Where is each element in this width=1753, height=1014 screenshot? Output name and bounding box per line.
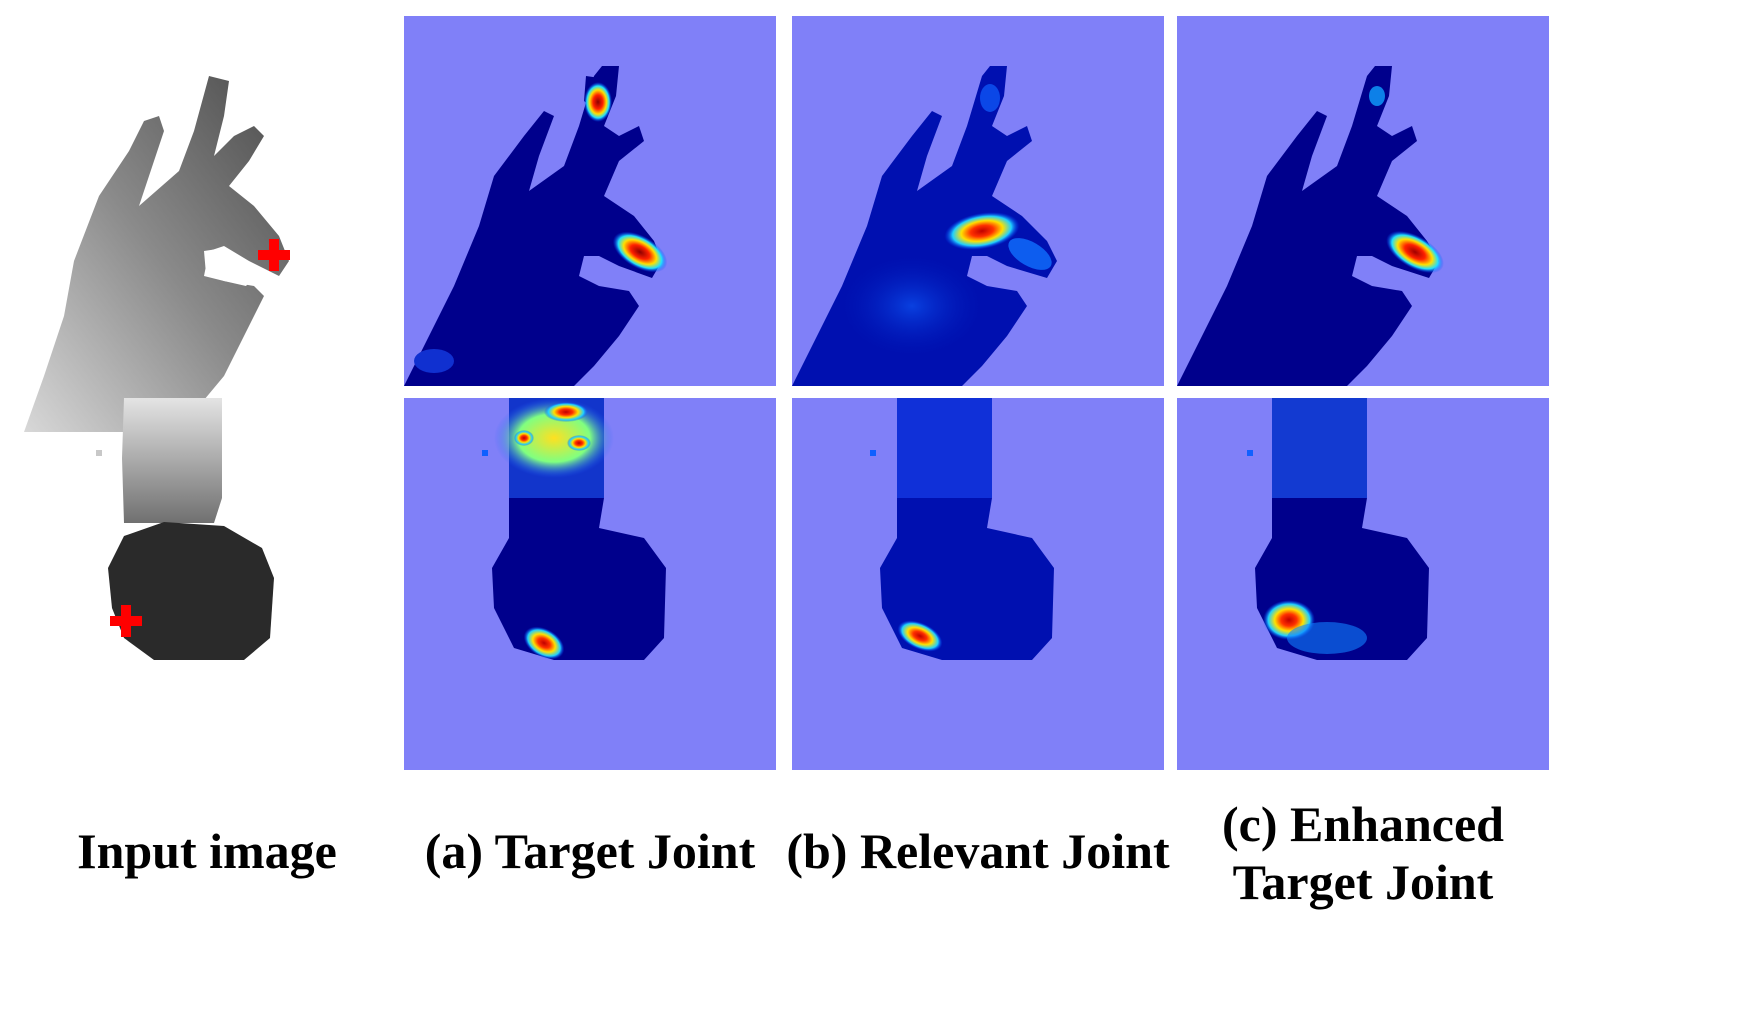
- joint-marker: [258, 239, 290, 271]
- caption-target-joint: (a) Target Joint: [424, 823, 756, 879]
- caption-input-image: Input image: [77, 823, 337, 879]
- heatmap-target-joint-fist: [404, 398, 776, 770]
- heatmap-enhanced-target-joint-fist: [1177, 398, 1549, 770]
- heatmap-target-joint-hand: [404, 16, 776, 386]
- hand-depth-image: [24, 76, 289, 432]
- input-image-fist: [94, 398, 290, 660]
- caption-enhanced-target-joint: (c) Enhanced Target Joint: [1167, 795, 1559, 911]
- caption-enhanced-line2: Target Joint: [1232, 854, 1494, 910]
- caption-enhanced-line1: (c) Enhanced: [1222, 796, 1504, 852]
- heatmap-enhanced-target-joint-hand: [1177, 16, 1549, 386]
- joint-marker: [110, 605, 142, 637]
- input-image-hand: [24, 76, 330, 432]
- fist-depth-image: [96, 398, 274, 660]
- caption-relevant-joint: (b) Relevant Joint: [786, 823, 1170, 879]
- heatmap-relevant-joint-fist: [792, 398, 1164, 770]
- heatmap-relevant-joint-hand: [792, 16, 1164, 386]
